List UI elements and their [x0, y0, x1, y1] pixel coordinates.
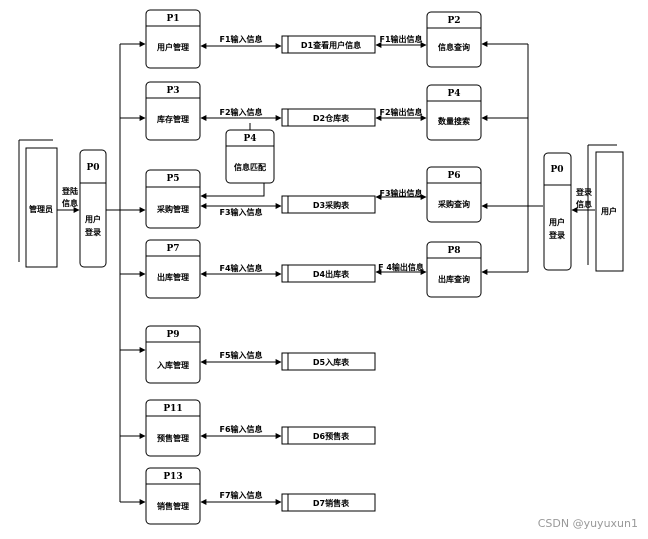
flow-f1-out-label: F1输出信息: [379, 34, 422, 44]
process-p1-id: P1: [166, 14, 179, 24]
right-login-flow-line2: 信息: [576, 199, 592, 209]
process-p4-search: P4 数量搜索: [426, 84, 482, 141]
data-store-d3-label: D3采购表: [313, 200, 350, 210]
flow-f5-in-label: F5输入信息: [219, 350, 262, 360]
data-store-d2: D2仓库表: [281, 108, 376, 127]
process-p1-label: 用户管理: [156, 42, 189, 52]
process-p0-left-label-2: 登录: [84, 227, 101, 237]
process-p3-label: 库存管理: [157, 114, 189, 124]
process-p0-left-label-1: 用户: [84, 214, 101, 224]
process-p6-label: 采购查询: [437, 199, 470, 209]
process-p11-label: 预售管理: [157, 433, 189, 443]
data-store-d3: D3采购表: [281, 195, 376, 214]
right-login-flow-line1: 登录: [575, 187, 592, 197]
data-store-d2-label: D2仓库表: [313, 113, 350, 123]
process-p0-right-id: P0: [550, 165, 563, 175]
process-p8-label: 出库查询: [438, 274, 470, 284]
flow-f3-in-label: F3输入信息: [219, 207, 262, 217]
flow-f4-in-label: F4输入信息: [219, 263, 262, 273]
flow-f1-in-label: F1输入信息: [219, 34, 262, 44]
process-p0-left: P0 用户 登录: [79, 149, 107, 268]
process-p4-match: P4 信息匹配: [225, 129, 275, 184]
process-p8: P8 出库查询: [426, 241, 482, 298]
process-p13-label: 销售管理: [157, 501, 189, 511]
process-p3: P3 库存管理: [145, 81, 201, 141]
process-p9: P9 入库管理: [145, 325, 201, 384]
process-p13: P13 销售管理: [145, 467, 201, 525]
process-p11-id: P11: [163, 404, 182, 414]
data-store-d4: D4出库表: [281, 264, 376, 283]
process-p0-right: P0 用户 登录: [543, 152, 572, 271]
flow-f3-out-label: F3输出信息: [379, 188, 422, 198]
process-p2-id: P2: [447, 16, 460, 26]
flow-f4-out-label: F 4输出信息: [378, 262, 424, 272]
p4-match-to-p5-arrow: [200, 183, 265, 199]
process-p0-right-label-2: 登录: [548, 230, 565, 240]
data-store-d5: D5入库表: [281, 352, 376, 371]
process-p6: P6 采购查询: [426, 166, 482, 223]
external-entity-user: 用户: [587, 144, 624, 272]
process-p7-id: P7: [166, 244, 179, 254]
process-p9-label: 入库管理: [156, 360, 189, 370]
process-p0-right-label-1: 用户: [548, 217, 565, 227]
process-p4-match-label: 信息匹配: [234, 162, 266, 172]
process-p13-id: P13: [163, 472, 182, 482]
data-store-d4-label: D4出库表: [313, 269, 350, 279]
flow-f6-in-label: F6输入信息: [219, 424, 262, 434]
data-store-d1-label: D1查看用户信息: [301, 40, 361, 50]
process-p4-search-label: 数量搜索: [438, 116, 470, 126]
user-label: 用户: [600, 206, 617, 216]
process-p7: P7 出库管理: [145, 239, 201, 299]
external-entity-admin: 管理员: [18, 139, 58, 268]
process-p3-id: P3: [166, 86, 179, 96]
data-store-d6-label: D6预售表: [313, 431, 350, 441]
process-p11: P11 预售管理: [145, 399, 201, 457]
process-p0-left-id: P0: [86, 163, 99, 173]
process-p7-label: 出库管理: [157, 272, 189, 282]
process-p2: P2 信息查询: [426, 11, 482, 68]
process-p2-label: 信息查询: [438, 42, 470, 52]
process-p5-id: P5: [166, 174, 179, 184]
process-p1: P1 用户管理: [145, 9, 201, 69]
process-p4-search-id: P4: [447, 89, 460, 99]
data-store-d7: D7销售表: [281, 493, 376, 512]
process-p5: P5 采购管理: [145, 169, 201, 229]
flow-f2-in-label: F2输入信息: [219, 107, 262, 117]
left-login-flow-line1: 登陆: [61, 186, 78, 196]
watermark: CSDN @yuyuxun1: [538, 517, 638, 530]
process-p4-match-id: P4: [243, 134, 256, 144]
left-login-flow-line2: 信息: [62, 198, 78, 208]
flow-f2-out-label: F2输出信息: [379, 107, 422, 117]
process-p6-id: P6: [447, 171, 460, 181]
flow-f7-in-label: F7输入信息: [219, 490, 262, 500]
admin-label: 管理员: [29, 204, 53, 214]
right-bus: [481, 41, 543, 275]
data-store-d1: D1查看用户信息: [281, 35, 376, 54]
data-store-d6: D6预售表: [281, 426, 376, 445]
data-store-d5-label: D5入库表: [313, 357, 350, 367]
data-store-d7-label: D7销售表: [313, 498, 350, 508]
process-p8-id: P8: [447, 246, 460, 256]
left-bus: [106, 41, 146, 505]
process-p5-label: 采购管理: [156, 204, 189, 214]
process-p9-id: P9: [166, 330, 179, 340]
